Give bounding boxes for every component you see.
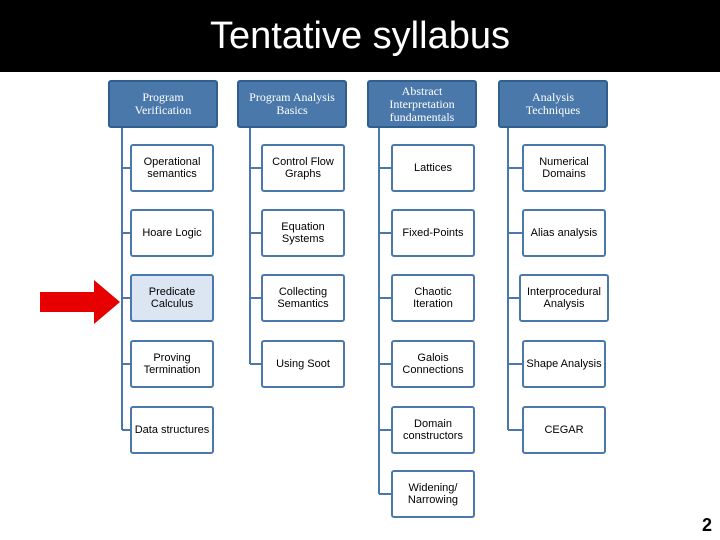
node-lattices: Lattices	[391, 144, 475, 192]
page-number: 2	[701, 515, 712, 535]
node-fixed-points: Fixed-Points	[391, 209, 475, 257]
node-using-soot: Using Soot	[261, 340, 345, 388]
node-data-structures: Data structures	[130, 406, 214, 454]
node-domain-constructors: Domain constructors	[391, 406, 475, 454]
column-header-program-analysis-basics: Program Analysis Basics	[237, 80, 347, 128]
node-operational-semantics: Operational semantics	[130, 144, 214, 192]
node-control-flow-graphs: Control Flow Graphs	[261, 144, 345, 192]
node-galois-connections: Galois Connections	[391, 340, 475, 388]
node-proving-termination: Proving Termination	[130, 340, 214, 388]
column-header-abstract-interpretation: Abstract Interpretation fundamentals	[367, 80, 477, 128]
node-alias-analysis: Alias analysis	[522, 209, 606, 257]
node-shape-analysis: Shape Analysis	[522, 340, 606, 388]
node-predicate-calculus: Predicate Calculus	[130, 274, 214, 322]
current-topic-arrow-icon	[40, 280, 120, 324]
node-equation-systems: Equation Systems	[261, 209, 345, 257]
node-chaotic-iteration: Chaotic Iteration	[391, 274, 475, 322]
node-hoare-logic: Hoare Logic	[130, 209, 214, 257]
node-widening-narrowing: Widening/ Narrowing	[391, 470, 475, 518]
slide-title: Tentative syllabus	[0, 0, 720, 72]
node-interprocedural-analysis: Interprocedural Analysis	[519, 274, 609, 322]
node-collecting-semantics: Collecting Semantics	[261, 274, 345, 322]
node-numerical-domains: Numerical Domains	[522, 144, 606, 192]
node-cegar: CEGAR	[522, 406, 606, 454]
column-header-analysis-techniques: Analysis Techniques	[498, 80, 608, 128]
column-header-program-verification: Program Verification	[108, 80, 218, 128]
